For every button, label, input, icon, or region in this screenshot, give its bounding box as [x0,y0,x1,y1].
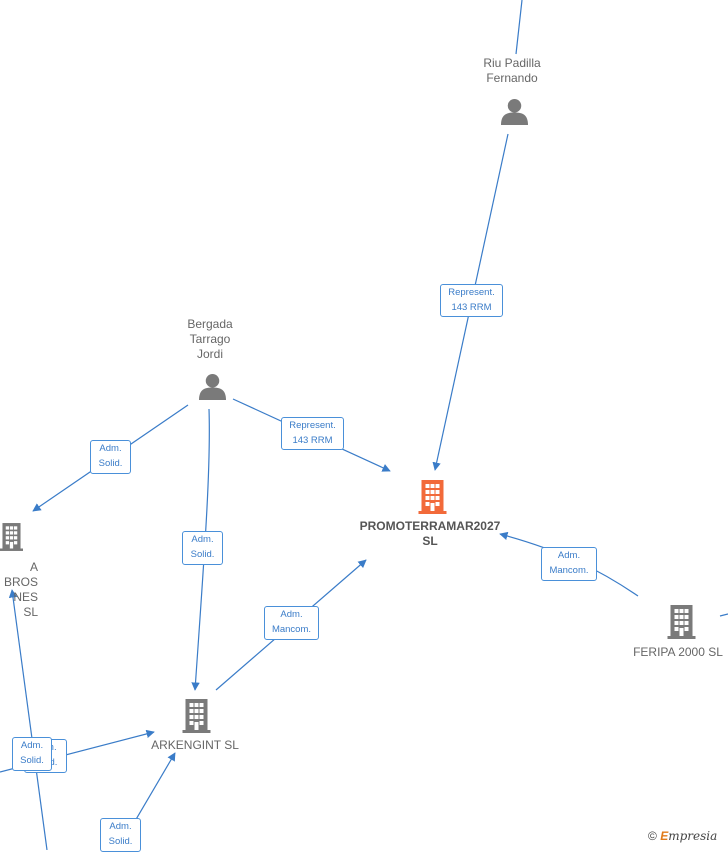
edge-line-bergada-arkengint [191,408,210,691]
node-label-bergada[interactable]: Bergada Tarrago Jordi [187,317,233,361]
edge-label-bergada-represent[interactable]: Represent. 143 RRM [281,417,344,450]
edge-label-bottom-arkengint[interactable]: Adm. Solid. [100,818,141,852]
logo-text: mpresia [668,829,718,843]
person-icon[interactable] [199,373,226,400]
edge-line-feripa-right [719,613,728,617]
node-label-arkengint[interactable]: ARKENGINT SL [151,738,239,752]
building-icon[interactable] [182,699,211,733]
edge-label-left-bros[interactable]: Adm. Solid. [12,737,52,771]
edge-label-feripa-promoterramar[interactable]: Adm. Mancom. [541,547,597,581]
edge-label-bergada-arkengint[interactable]: Adm. Solid. [182,531,223,565]
node-label-riu-padilla[interactable]: Riu Padilla Fernando [483,56,541,85]
logo-e: E [660,829,669,843]
edge-line-bottom-bros [8,589,48,850]
person-icon[interactable] [501,98,528,125]
node-label-bros[interactable]: A BROS NES SL [3,560,38,619]
empresia-logo: © Empresia [648,829,717,843]
edge-label-arkengint-promoterramar[interactable]: Adm. Mancom. [264,606,319,640]
edge-label-bergada-bros[interactable]: Adm. Solid. [90,440,131,474]
building-icon[interactable] [0,523,23,551]
node-label-feripa[interactable]: FERIPA 2000 SL [633,645,723,659]
building-icon-main[interactable] [418,480,447,514]
copyright-symbol: © [648,829,657,843]
building-icon[interactable] [667,605,696,639]
edge-line-top [515,0,523,55]
node-label-promoterramar[interactable]: PROMOTERRAMAR2027 SL [359,519,501,548]
edge-label-riu-represent[interactable]: Represent. 143 RRM [440,284,503,317]
